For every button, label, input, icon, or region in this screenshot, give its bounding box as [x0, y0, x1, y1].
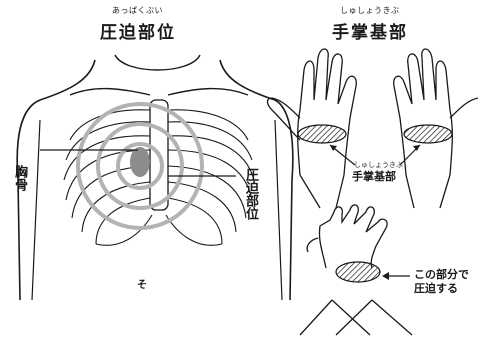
- heel-area-left: [298, 125, 346, 143]
- press-note-line1: この部分で: [414, 268, 469, 282]
- heel-of-hand-label: 手掌基部: [352, 168, 396, 184]
- heel-area-press: [336, 262, 380, 282]
- press-note: この部分で 圧迫する: [414, 268, 469, 296]
- press-note-line2: 圧迫する: [414, 282, 469, 296]
- heel-area-right: [404, 125, 452, 143]
